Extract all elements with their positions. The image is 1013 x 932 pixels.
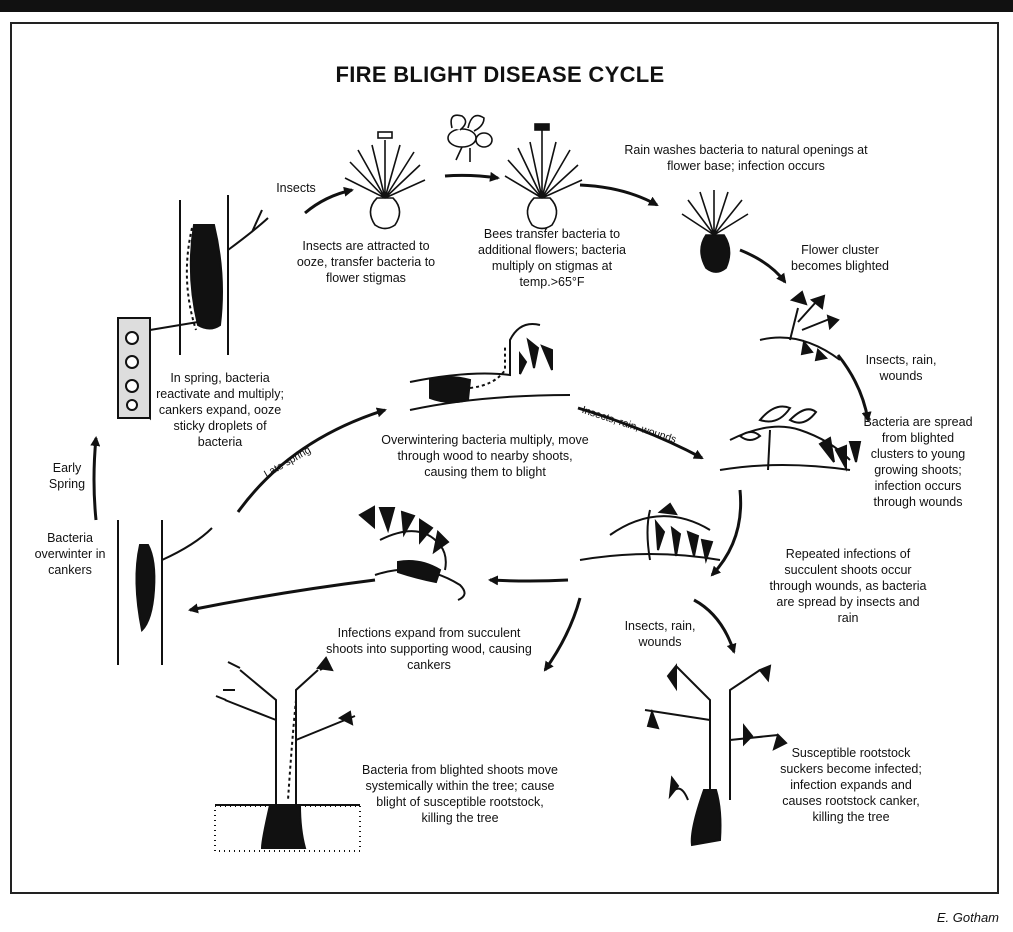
arrow-to-canker-shoot [490, 580, 568, 581]
blighted-shoot-icon [580, 504, 720, 560]
canker-shoot-icon [360, 507, 465, 600]
label-systemic: Bacteria from blighted shoots move syste… [362, 762, 558, 826]
arrow-flower-to-bee-flower [445, 175, 498, 178]
label-overwintering: Overwintering bacteria multiply, move th… [378, 432, 592, 480]
flower-icon-2 [505, 124, 582, 229]
label-in-spring: In spring, bacteria reactivate and multi… [150, 370, 290, 450]
label-bacteria-spread: Bacteria are spread from blighted cluste… [862, 414, 974, 510]
upper-trunk-with-canker [180, 195, 268, 355]
label-flower-cluster: Flower cluster becomes blighted [778, 242, 902, 274]
rootstock-tree-icon [645, 666, 786, 845]
label-repeated-infections: Repeated infections of succulent shoots … [768, 546, 928, 626]
label-insects-attracted: Insects are attracted to ooze, transfer … [296, 238, 436, 286]
arrow-to-overwinter [190, 580, 375, 610]
arrow-to-systemic-tree [545, 598, 580, 670]
arrow-early-spring [94, 438, 96, 520]
label-bees-transfer: Bees transfer bacteria to additional flo… [478, 226, 626, 290]
credit-text: E. Gotham [937, 910, 999, 925]
young-shoot-icon [720, 407, 860, 471]
label-insects: Insects [268, 180, 324, 196]
arrow-to-repeated [712, 490, 741, 575]
blighted-cluster-icon [760, 292, 840, 360]
label-infections-expand: Infections expand from succulent shoots … [322, 625, 536, 673]
label-insects-rain-wounds-2: Insects, rain, wounds [610, 618, 710, 650]
arrow-to-infected-flower [580, 185, 657, 205]
label-rootstock: Susceptible rootstock suckers become inf… [776, 745, 926, 825]
label-early-spring: Early Spring [40, 460, 94, 492]
label-rain-washes: Rain washes bacteria to natural openings… [612, 142, 880, 174]
lower-trunk-icon [118, 520, 212, 665]
systemic-tree-icon [215, 658, 360, 851]
overwintering-branch-icon [410, 324, 570, 410]
label-insects-rain-wounds-1: Insects, rain, wounds [858, 352, 944, 384]
bee-icon [448, 115, 492, 162]
label-overwinter: Bacteria overwinter in cankers [34, 530, 106, 578]
flower-icon [345, 132, 425, 229]
infected-flower-icon [682, 190, 748, 272]
diagram-title: FIRE BLIGHT DISEASE CYCLE [250, 62, 750, 88]
